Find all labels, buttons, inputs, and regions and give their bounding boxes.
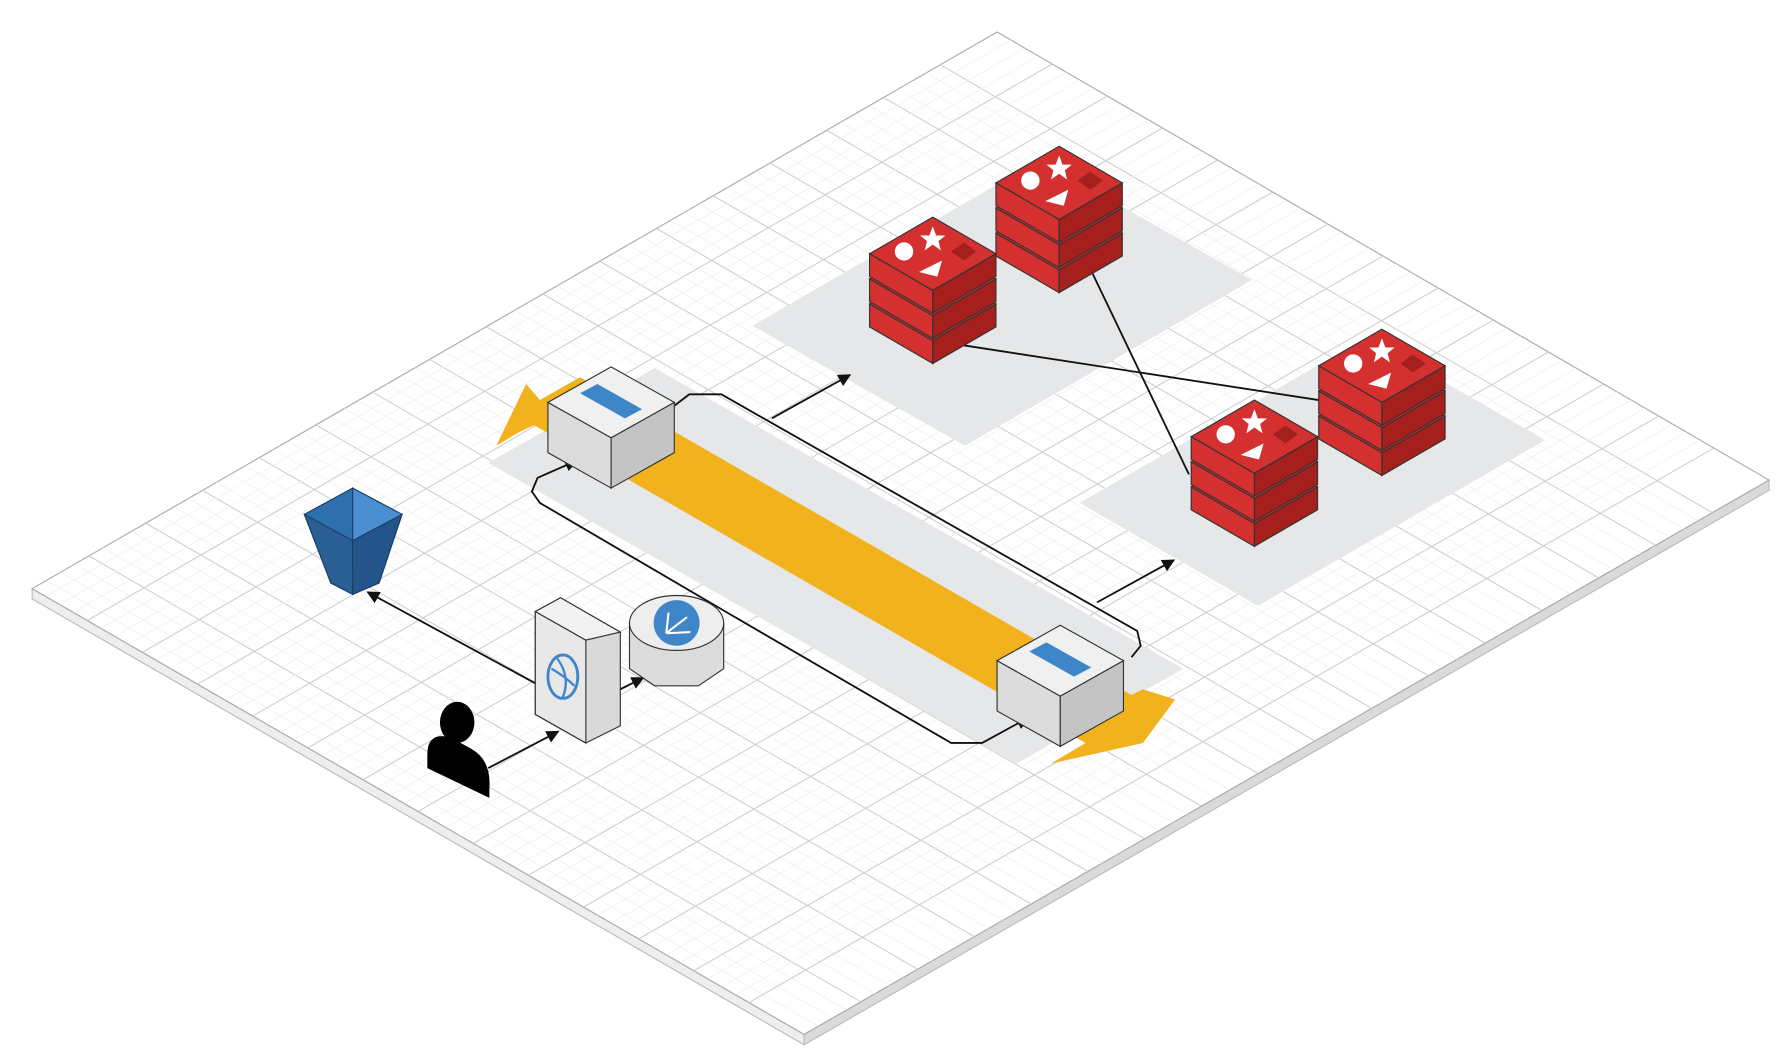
grid-subline	[45, 39, 1012, 597]
storage-bucket	[303, 487, 404, 596]
nodes	[303, 145, 1447, 798]
redis-4	[1190, 399, 1319, 548]
lb1-to-redis-arrow	[771, 374, 852, 420]
grid-line	[87, 63, 1053, 621]
redis-zone-1	[752, 160, 1253, 446]
circle-shape-icon	[894, 242, 914, 261]
bucket-front-right	[352, 513, 404, 596]
loop-upper-path	[673, 393, 1142, 658]
redis-layer-top	[1317, 328, 1447, 404]
grid-subline	[114, 79, 1080, 637]
circle-shape-icon	[1021, 171, 1040, 190]
circle-shape-icon	[1216, 425, 1235, 444]
triangle-shape-icon	[1240, 443, 1264, 460]
grid-subline	[707, 423, 1673, 979]
router-branch-icon	[665, 612, 691, 635]
lb2-to-redis-arrow	[1096, 559, 1176, 604]
redis-layer-top	[868, 216, 998, 291]
globe-icon	[546, 653, 580, 700]
grid-subline	[735, 439, 1701, 995]
redis-layer-top	[1190, 399, 1319, 474]
server-to-bucket-arrow	[366, 591, 541, 687]
triangle-shape-icon	[1368, 372, 1392, 389]
loop-to-lb1-arrow	[530, 459, 736, 619]
triangle-shape-icon	[918, 260, 942, 277]
grid-line	[748, 447, 1715, 1004]
grid-subline	[100, 71, 1067, 629]
redis-2	[994, 145, 1124, 294]
router-icon	[653, 600, 700, 646]
web-server	[534, 597, 622, 744]
user-icon	[427, 736, 490, 798]
connectors	[366, 270, 1319, 769]
grid-subline	[128, 87, 1094, 645]
server-top	[534, 597, 622, 641]
grid-subline	[679, 407, 1646, 964]
diamond-shape-icon	[1272, 425, 1299, 444]
server-to-router-arrow	[617, 676, 645, 692]
circle-shape-icon	[1344, 354, 1363, 373]
load-balancer-icon	[580, 384, 643, 419]
load-balancer-1	[546, 366, 676, 490]
grid-subline	[59, 47, 1025, 605]
redis-layer-top	[994, 145, 1124, 221]
redis-link-2	[1090, 270, 1190, 475]
loop-to-lb2-arrow	[734, 616, 1030, 744]
user	[427, 701, 490, 798]
user-head	[439, 701, 475, 743]
load-balancer-2	[995, 624, 1125, 748]
user-to-server-arrow	[487, 730, 560, 769]
diamond-shape-icon	[1077, 171, 1103, 190]
redis-3	[1317, 328, 1447, 477]
grid-line	[693, 415, 1660, 972]
triangle-shape-icon	[1045, 189, 1069, 206]
star-shape-icon	[1369, 338, 1395, 363]
grid-subline	[73, 55, 1039, 613]
redis-1	[868, 216, 998, 365]
star-shape-icon	[1046, 155, 1072, 180]
diamond-shape-icon	[1400, 354, 1426, 373]
globe-meridian	[550, 657, 576, 698]
grid-subline	[721, 431, 1687, 987]
router	[628, 594, 725, 687]
star-shape-icon	[920, 226, 946, 251]
star-shape-icon	[1241, 409, 1268, 434]
load-balancer-icon	[1029, 642, 1092, 677]
